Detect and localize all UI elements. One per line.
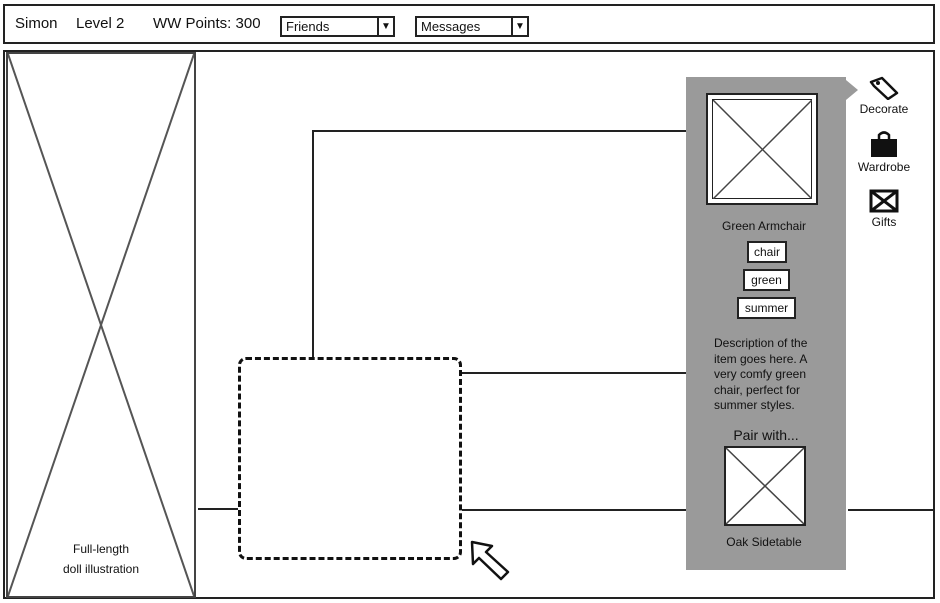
doll-caption-line-1: Full-length (72, 542, 130, 556)
tag-icon (869, 76, 899, 100)
pair-with-title: Pair with... (733, 427, 799, 443)
pair-item-image[interactable] (724, 446, 806, 526)
item-name: Green Armchair (721, 219, 807, 233)
image-placeholder-icon (713, 100, 812, 199)
messages-dropdown-label: Messages (421, 19, 481, 34)
doll-caption-line-2: doll illustration (62, 562, 140, 576)
doll-illustration: Full-length doll illustration (6, 52, 196, 598)
nav-wardrobe-label: Wardrobe (857, 160, 911, 174)
tag-chair[interactable]: chair (747, 241, 787, 263)
nav-gifts[interactable]: Gifts (852, 189, 916, 229)
tag-summer[interactable]: summer (737, 297, 796, 319)
user-level: Level 2 (76, 15, 125, 32)
image-placeholder-icon (8, 54, 194, 596)
chevron-down-icon[interactable]: ▼ (511, 18, 527, 35)
friends-dropdown-label: Friends (286, 19, 330, 34)
item-detail-panel: Green Armchair chair green summer Descri… (686, 77, 846, 570)
friends-dropdown[interactable]: Friends ▼ (280, 16, 395, 37)
points-display: WW Points: 300 (153, 15, 261, 32)
nav-decorate-label: Decorate (859, 102, 909, 116)
doll-caption: Full-length doll illustration (8, 539, 194, 579)
nav-gifts-label: Gifts (871, 215, 897, 229)
room-canvas[interactable] (3, 50, 935, 599)
nav-wardrobe[interactable]: Wardrobe (852, 130, 916, 174)
tag-green[interactable]: green (743, 269, 790, 291)
item-image[interactable] (706, 93, 818, 205)
chevron-down-icon[interactable]: ▼ (377, 18, 393, 35)
cursor-arrow-icon (470, 540, 510, 581)
item-description: Description of the item goes here. A ver… (714, 336, 808, 412)
pair-item-name: Oak Sidetable (726, 535, 802, 549)
top-bar: Simon Level 2 WW Points: 300 Friends ▼ M… (3, 4, 935, 44)
panel-pointer (846, 80, 858, 100)
user-name: Simon (15, 15, 58, 32)
gift-box-icon (869, 189, 899, 213)
back-wall-outline (312, 130, 686, 357)
messages-dropdown[interactable]: Messages ▼ (415, 16, 529, 37)
nav-decorate[interactable]: Decorate (852, 76, 916, 116)
shopping-bag-icon (871, 131, 897, 157)
image-placeholder-icon (726, 448, 804, 524)
item-image-frame (712, 99, 812, 199)
furniture-drop-target[interactable] (238, 357, 462, 560)
